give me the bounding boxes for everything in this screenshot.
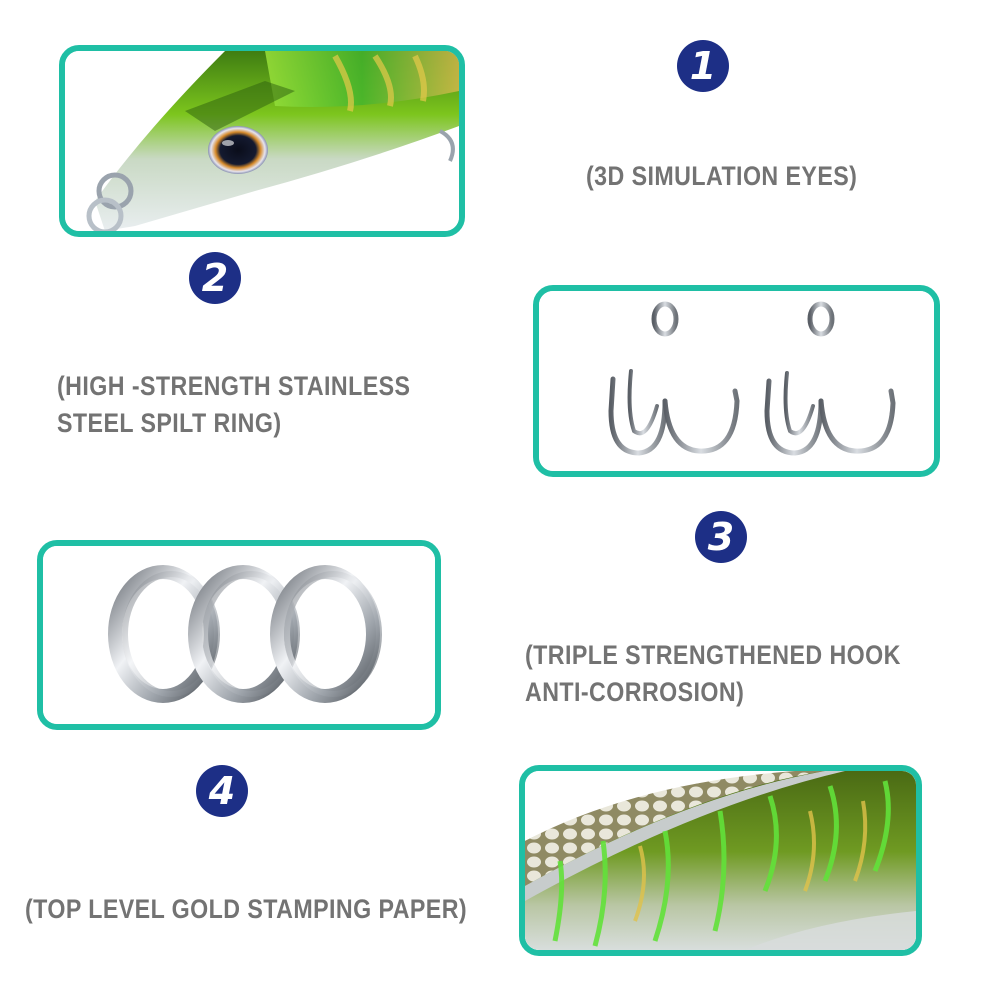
lure-head-image — [65, 51, 459, 231]
treble-hooks-image-frame — [533, 285, 940, 477]
feature-2-caption-line-2: STEEL SPILT RING) — [57, 408, 282, 438]
feature-3-caption-line-1: (TRIPLE STRENGTHENED HOOK — [525, 640, 901, 670]
lure-eye-image-frame — [59, 45, 465, 237]
feature-3-caption-line-2: ANTI-CORROSION) — [525, 677, 745, 707]
feature-3-caption: (TRIPLE STRENGTHENED HOOK ANTI-CORROSION… — [525, 637, 901, 711]
number-2-badge: 2 — [189, 252, 241, 304]
feature-4-caption: (TOP LEVEL GOLD STAMPING PAPER) — [25, 894, 468, 924]
treble-hooks-image — [539, 291, 934, 471]
number-1-badge: 1 — [677, 40, 729, 92]
lure-body-image-frame — [519, 765, 922, 956]
feature-2-caption-line-1: (HIGH -STRENGTH STAINLESS — [57, 371, 411, 401]
number-4-badge: 4 — [196, 765, 248, 817]
split-rings-image — [43, 546, 435, 724]
split-rings-image-frame — [37, 540, 441, 730]
feature-2-caption: (HIGH -STRENGTH STAINLESS STEEL SPILT RI… — [57, 368, 410, 442]
feature-1-caption: (3D SIMULATION EYES) — [586, 161, 858, 191]
number-3-badge: 3 — [695, 511, 747, 563]
holographic-lure-body-image — [525, 771, 916, 950]
